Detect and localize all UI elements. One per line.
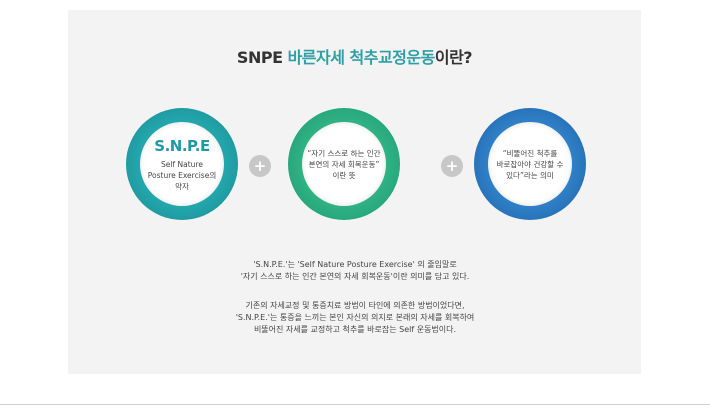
paragraph-line: 비뚤어진 자세를 교정하고 척추를 바로잡는 Self 운동법이다.	[253, 325, 457, 334]
circle2-line: 이란 뜻	[332, 170, 356, 180]
circle2-line: “자기 스스로 하는 인간	[307, 148, 381, 158]
circle3-description: “비뚤어진 척추를 바로잡아야 건강할 수 있다”라는 의미	[497, 148, 564, 181]
paragraph-line: 기존의 자세교정 및 통증치료 방법이 타인에 의존한 방법이었다면,	[245, 301, 465, 310]
title-prefix: SNPE	[236, 48, 288, 67]
circle3-line: 바로잡아야 건강할 수	[496, 159, 564, 169]
circle-snpe-abbreviation: S.N.P.E Self Nature Posture Exercise의 약자	[126, 108, 238, 220]
circle1-line: Self Nature	[161, 159, 203, 169]
circle-significance: “비뚤어진 척추를 바로잡아야 건강할 수 있다”라는 의미	[474, 108, 586, 220]
circle-meaning: “자기 스스로 하는 인간 본연의 자세 회복운동” 이란 뜻	[288, 108, 400, 220]
paragraph-line: '자기 스스로 하는 인간 본연의 자세 회복운동'이란 의미를 담고 있다.	[240, 272, 470, 281]
title-highlight: 바른자세 척추교정운동	[287, 48, 436, 67]
title-suffix: 이란?	[434, 48, 473, 67]
circle3-line: 있다”라는 의미	[506, 170, 554, 180]
intro-paragraph: 'S.N.P.E.'는 'Self Nature Posture Exercis…	[0, 259, 710, 283]
page-title: SNPE 바른자세 척추교정운동이란?	[68, 44, 641, 68]
circle2-line: 본연의 자세 회복운동”	[308, 159, 380, 169]
circle1-line: 약자	[175, 181, 189, 191]
paragraph-line: 'S.N.P.E.'는 통증을 느끼는 본인 자신의 의지로 본래의 자세를 회…	[235, 313, 475, 322]
bottom-divider	[0, 404, 710, 405]
circle3-line: “비뚤어진 척추를	[502, 148, 558, 158]
plus-icon: +	[441, 155, 463, 177]
circle1-description: Self Nature Posture Exercise의 약자	[148, 159, 216, 192]
paragraph-line: 'S.N.P.E.'는 'Self Nature Posture Exercis…	[253, 260, 457, 269]
description-paragraph: 기존의 자세교정 및 통증치료 방법이 타인에 의존한 방법이었다면, 'S.N…	[0, 300, 710, 336]
plus-icon: +	[249, 155, 271, 177]
circle2-description: “자기 스스로 하는 인간 본연의 자세 회복운동” 이란 뜻	[307, 148, 380, 181]
circle1-line: Posture Exercise의	[147, 170, 217, 180]
snpe-abbr: S.N.P.E	[154, 136, 210, 155]
